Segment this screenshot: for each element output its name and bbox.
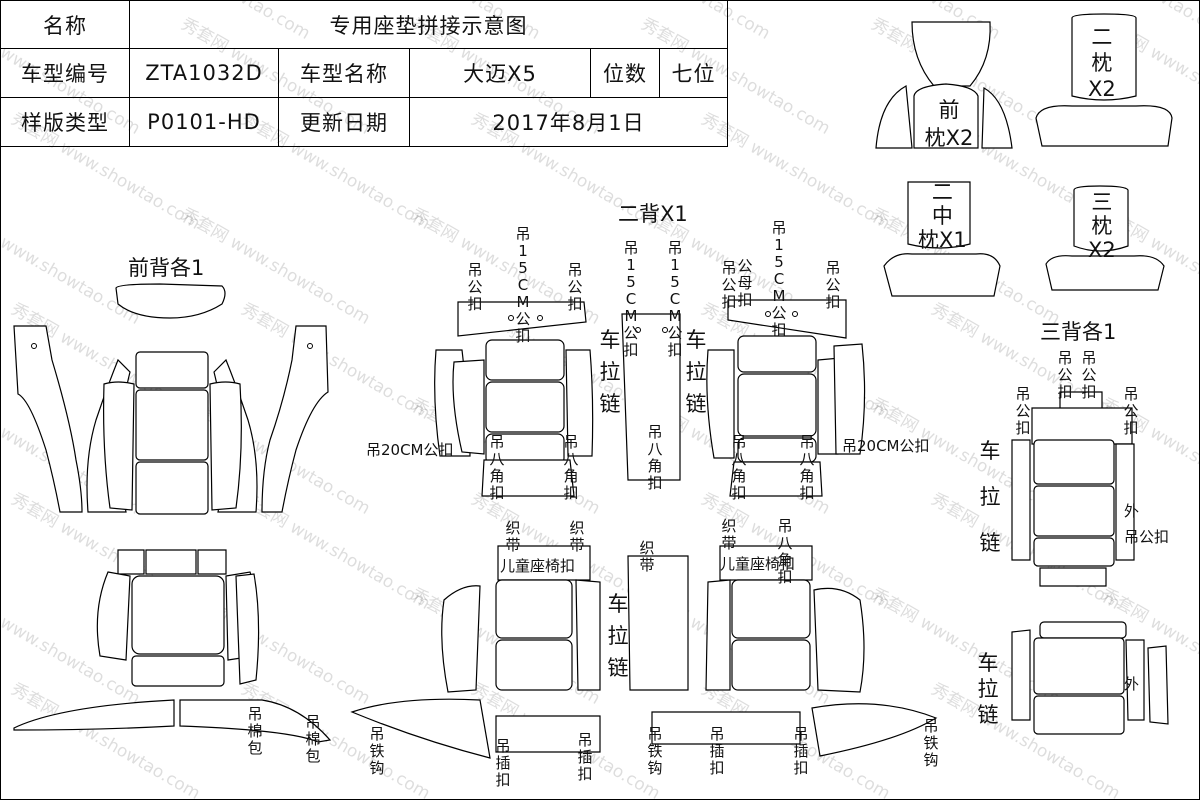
front-bottom-panel xyxy=(136,462,208,514)
label-hang-male-5: 吊公扣 xyxy=(1056,350,1074,401)
third-pillow-label: 三 枕 X2 xyxy=(1088,190,1116,262)
front-back-title: 前背各1 xyxy=(128,254,204,282)
label-zipper-2: 车拉链 xyxy=(684,324,708,420)
front-pillow-right xyxy=(982,88,1012,148)
third-back-title: 三背各1 xyxy=(1040,318,1116,346)
label-hang-20cm-left: 吊20CM公扣 xyxy=(366,442,454,459)
label-hang-male-1: 吊公扣 xyxy=(466,262,484,313)
second-mid-pillow-base xyxy=(884,254,1000,296)
label-child-seat-1: 儿童座椅扣 xyxy=(500,558,575,575)
label-zipper-1: 车拉链 xyxy=(598,324,622,420)
front-back-group xyxy=(14,284,328,514)
label-cotton-bag-2: 吊棉包 xyxy=(304,714,322,765)
label-octagon-5: 吊八角扣 xyxy=(798,434,816,502)
second-pillow-label: 二 枕 X2 xyxy=(1088,24,1116,102)
label-hang-male-6: 吊公扣 xyxy=(1080,350,1098,401)
second-back-title: 二背X1 xyxy=(618,200,688,228)
label-iron-hook-1: 吊铁钩 xyxy=(368,726,386,777)
front-side-strip-right xyxy=(262,326,328,512)
label-zipper-5: 车拉链 xyxy=(976,650,1000,728)
label-octagon-6: 吊八角扣 xyxy=(776,518,794,586)
label-hang-male-7: 吊公扣 xyxy=(1014,386,1032,437)
label-webbing-1: 织带 xyxy=(504,520,522,554)
front-inner-left xyxy=(104,382,134,510)
label-insert-2: 吊插扣 xyxy=(576,732,594,783)
third-cushion-group xyxy=(1012,622,1168,734)
label-octagon-1: 吊八角扣 xyxy=(488,434,506,502)
front-side-strip-left xyxy=(14,326,82,512)
label-female-male: 公母扣 xyxy=(736,258,754,309)
label-iron-hook-2: 吊铁钩 xyxy=(646,726,664,777)
second-pillow-base xyxy=(1036,106,1172,146)
front-bottom-strip-left xyxy=(14,700,174,730)
label-octagon-2: 吊八角扣 xyxy=(562,434,580,502)
label-hang-15cm-1: 吊15CM公扣 xyxy=(514,226,532,345)
front-pillow-left xyxy=(876,86,912,148)
label-hang-male-2: 吊公扣 xyxy=(566,262,584,313)
label-outer: 外 xyxy=(1124,676,1139,693)
front-inner-right xyxy=(210,382,241,510)
label-octagon-4: 吊八角扣 xyxy=(730,434,748,502)
label-cotton-bag-1: 吊棉包 xyxy=(246,706,264,757)
label-hang-15cm-3: 吊15CM公扣 xyxy=(666,240,684,359)
label-zipper-3: 车拉链 xyxy=(606,588,630,684)
label-outer-hang: 外 吊公扣 xyxy=(1124,498,1169,550)
front-headrest-cap xyxy=(116,284,225,318)
front-mid-panel xyxy=(136,390,208,460)
front-pillow-label: 前 枕X2 xyxy=(922,96,976,152)
label-insert-4: 吊插扣 xyxy=(792,726,810,777)
label-insert-3: 吊插扣 xyxy=(708,726,726,777)
label-hang-15cm-2: 吊15CM公扣 xyxy=(622,240,640,359)
label-webbing-3: 织带 xyxy=(638,540,656,574)
front-top-panel xyxy=(136,352,208,388)
front-cushion-group xyxy=(97,550,258,686)
label-hang-20cm-right: 吊20CM公扣 xyxy=(842,438,930,455)
label-webbing-4: 织带 xyxy=(720,518,738,552)
label-hang-male-8: 吊公扣 xyxy=(1122,386,1140,437)
label-iron-hook-3: 吊铁钩 xyxy=(922,718,940,769)
label-hang-male-4: 吊公扣 xyxy=(824,260,842,311)
label-webbing-2: 织带 xyxy=(568,520,586,554)
label-octagon-3: 吊八角扣 xyxy=(646,424,664,492)
label-zipper-4: 车拉链 xyxy=(978,428,1002,566)
label-insert-1: 吊插扣 xyxy=(494,738,512,789)
label-hang-15cm-4: 吊15CM公扣 xyxy=(770,220,788,339)
label-child-seat-2: 儿童座椅扣 xyxy=(720,556,795,573)
second-mid-pillow-label: 二 中 枕X1 xyxy=(918,180,967,252)
front-pillow-top xyxy=(912,22,990,86)
